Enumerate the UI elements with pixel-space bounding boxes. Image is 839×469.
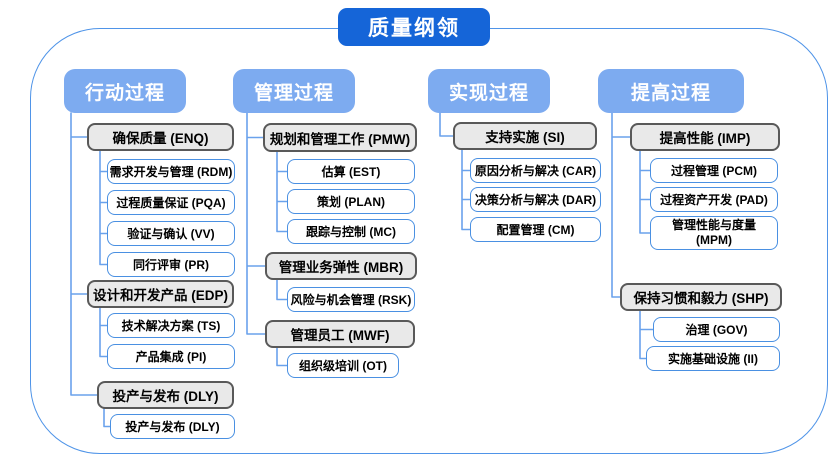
node-enq: 确保质量 (ENQ) bbox=[87, 123, 234, 151]
node-mbr: 管理业务弹性 (MBR) bbox=[265, 252, 417, 280]
node-dar: 决策分析与解决 (DAR) bbox=[470, 187, 601, 212]
column-header-manage: 管理过程 bbox=[233, 69, 355, 113]
column-header-improve: 提高过程 bbox=[598, 69, 744, 113]
node-pmw: 规划和管理工作 (PMW) bbox=[263, 123, 417, 152]
node-dly-sub: 投产与发布 (DLY) bbox=[110, 414, 235, 439]
node-pad: 过程资产开发 (PAD) bbox=[650, 187, 778, 212]
node-est: 估算 (EST) bbox=[287, 159, 415, 184]
node-si: 支持实施 (SI) bbox=[453, 122, 597, 150]
node-imp: 提高性能 (IMP) bbox=[630, 123, 780, 151]
node-edp: 设计和开发产品 (EDP) bbox=[87, 280, 234, 308]
node-mpm: 管理性能与度量 (MPM) bbox=[650, 216, 778, 250]
node-plan: 策划 (PLAN) bbox=[287, 189, 415, 214]
node-gov: 治理 (GOV) bbox=[653, 317, 780, 342]
node-pqa: 过程质量保证 (PQA) bbox=[107, 190, 235, 215]
node-ii: 实施基础设施 (II) bbox=[646, 346, 780, 371]
node-pcm: 过程管理 (PCM) bbox=[650, 158, 778, 183]
node-car: 原因分析与解决 (CAR) bbox=[470, 158, 601, 183]
column-header-realize: 实现过程 bbox=[428, 69, 550, 113]
node-rsk: 风险与机会管理 (RSK) bbox=[287, 287, 415, 312]
node-cm: 配置管理 (CM) bbox=[470, 217, 601, 242]
node-shp: 保持习惯和毅力 (SHP) bbox=[620, 283, 782, 311]
node-mwf: 管理员工 (MWF) bbox=[265, 320, 415, 348]
node-pr: 同行评审 (PR) bbox=[107, 252, 235, 277]
node-mc: 跟踪与控制 (MC) bbox=[287, 219, 415, 244]
diagram-title: 质量纲领 bbox=[338, 8, 490, 46]
node-ot: 组织级培训 (OT) bbox=[287, 353, 399, 378]
column-header-action: 行动过程 bbox=[64, 69, 186, 113]
node-rdm: 需求开发与管理 (RDM) bbox=[107, 159, 235, 184]
node-pi: 产品集成 (PI) bbox=[107, 344, 235, 369]
node-ts: 技术解决方案 (TS) bbox=[107, 313, 235, 338]
node-vv: 验证与确认 (VV) bbox=[107, 221, 235, 246]
node-dly: 投产与发布 (DLY) bbox=[97, 381, 234, 409]
